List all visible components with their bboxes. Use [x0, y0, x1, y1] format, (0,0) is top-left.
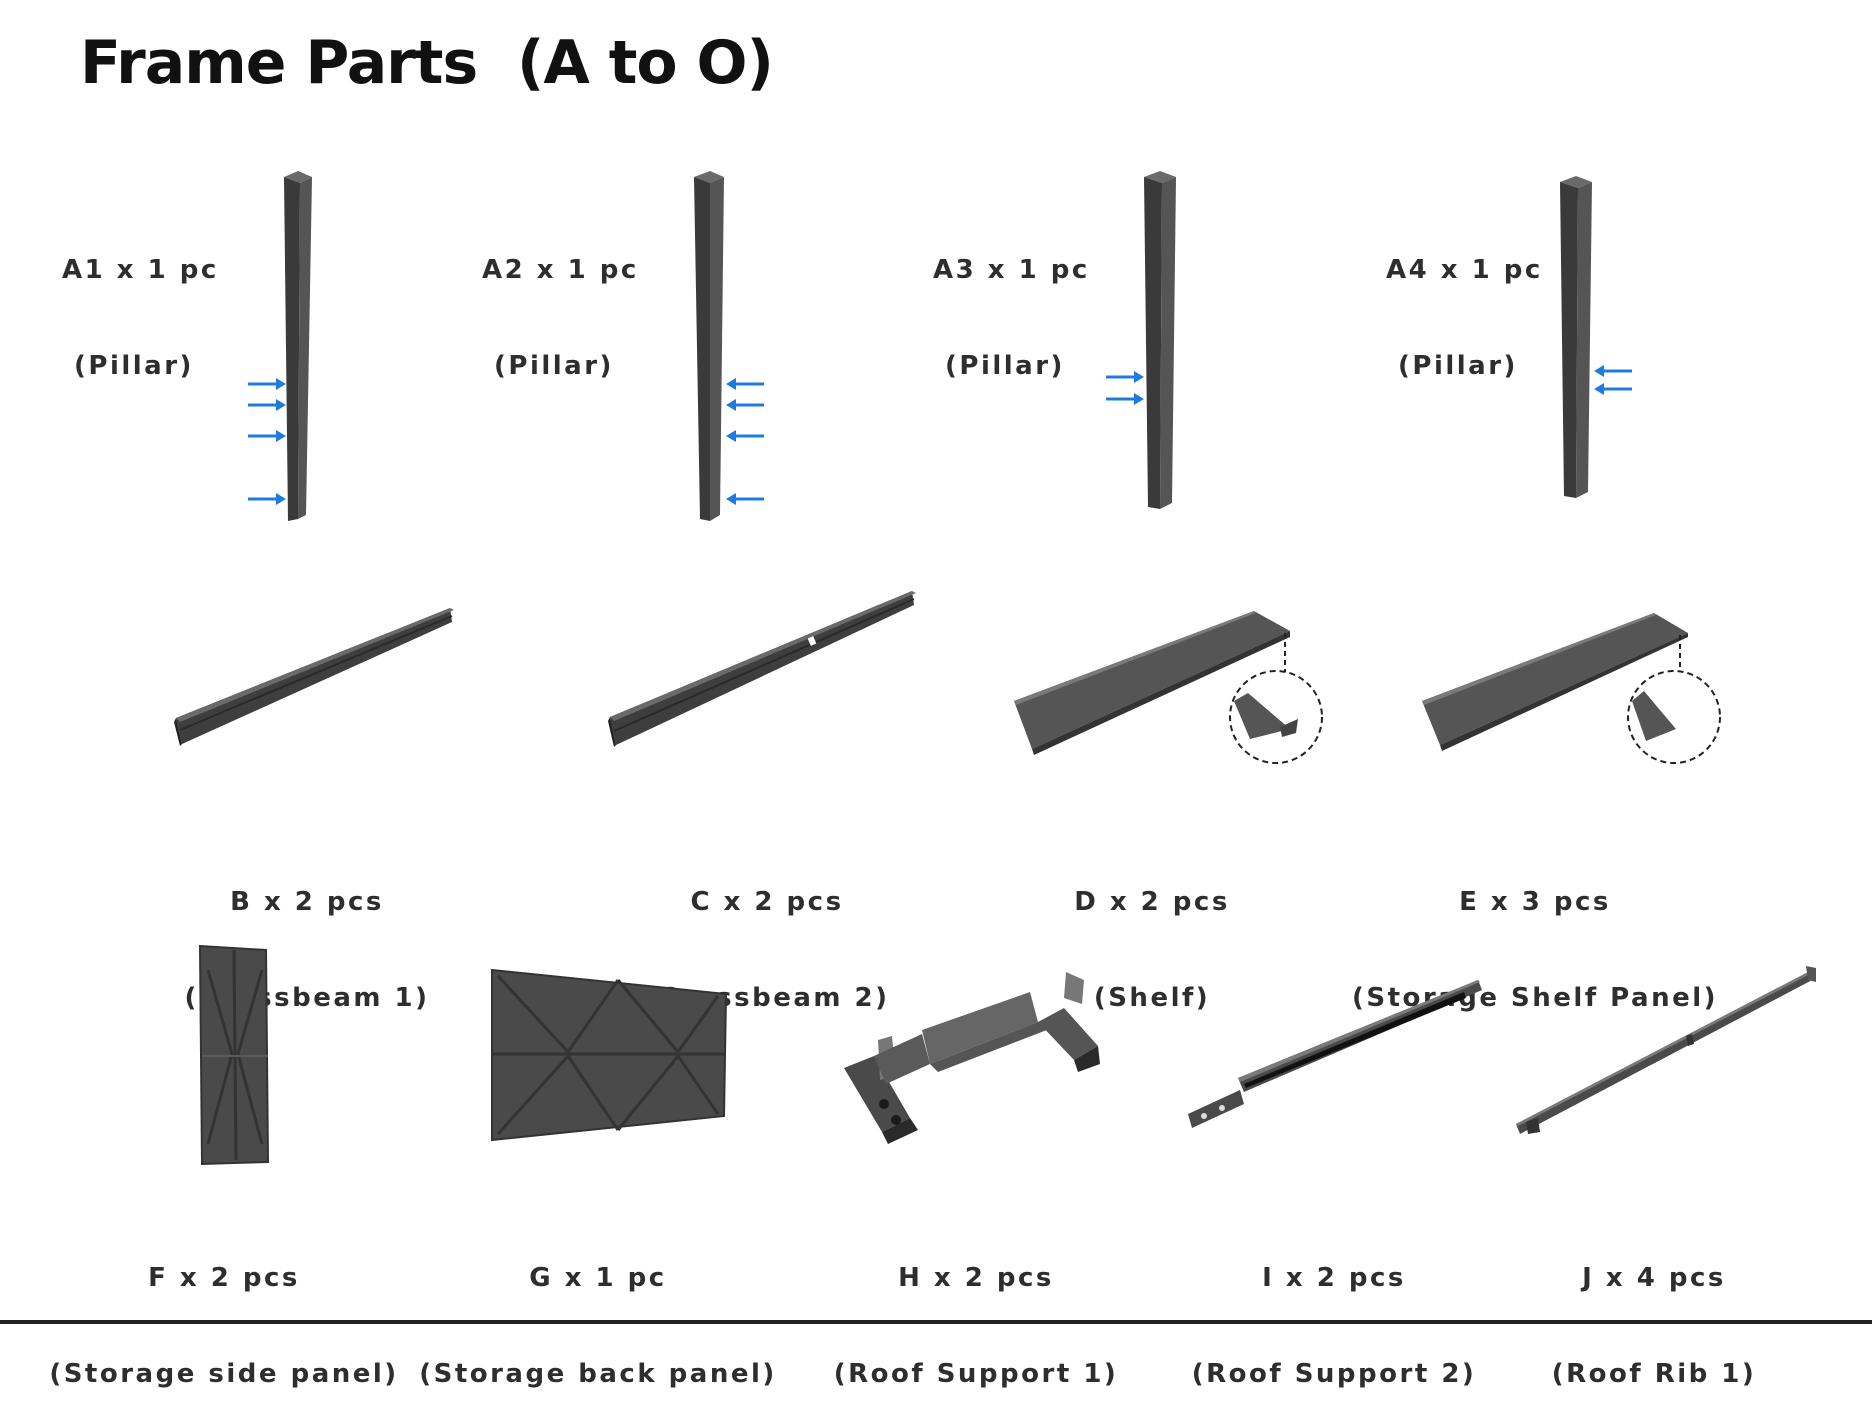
part-name: (Storage side panel)	[49, 1359, 399, 1389]
shelf-d-illustration	[1014, 611, 1323, 764]
part-name: (Roof Support 2)	[1191, 1359, 1477, 1389]
arrow-icon	[248, 378, 286, 505]
pillar-a1-illustration	[248, 171, 312, 521]
arrow-icon	[726, 378, 764, 505]
part-quantity: E x 3 pcs	[1459, 887, 1611, 917]
storage-side-panel-f-illustration	[198, 944, 270, 1166]
part-quantity: A3 x 1 pc	[933, 255, 1090, 285]
part-label-a3: A3 x 1 pc (Pillar)	[933, 190, 1090, 414]
part-quantity: C x 2 pcs	[690, 887, 844, 917]
part-quantity: B x 2 pcs	[230, 887, 384, 917]
magnifier-detail-icon	[1627, 670, 1721, 764]
pillar-a2-illustration	[694, 171, 764, 521]
arrow-icon	[1594, 365, 1632, 395]
part-name: (Roof Support 1)	[833, 1359, 1119, 1389]
part-label-a1: A1 x 1 pc (Pillar)	[62, 190, 219, 414]
crossbeam-b-illustration	[174, 608, 454, 746]
roof-rib-j-illustration	[1516, 966, 1816, 1134]
part-label-f: F x 2 pcs (Storage side panel)	[49, 1198, 398, 1422]
part-label-j: J x 4 pcs (Roof Rib 1)	[1552, 1198, 1757, 1422]
part-label-a2: A2 x 1 pc (Pillar)	[482, 190, 639, 414]
part-name: (Shelf)	[1093, 983, 1211, 1013]
part-label-d: D x 2 pcs (Shelf)	[1074, 822, 1230, 1046]
storage-back-panel-g-illustration	[491, 968, 728, 1142]
pillar-a3-illustration	[1106, 171, 1176, 509]
part-label-g: G x 1 pc (Storage back panel)	[419, 1198, 777, 1422]
part-name: (Roof Rib 1)	[1551, 1359, 1757, 1389]
part-quantity: D x 2 pcs	[1074, 887, 1230, 917]
part-quantity: A4 x 1 pc	[1386, 255, 1543, 285]
part-quantity: H x 2 pcs	[898, 1263, 1054, 1293]
part-label-h: H x 2 pcs (Roof Support 1)	[834, 1198, 1119, 1422]
page-bottom-border	[0, 1320, 1872, 1324]
part-name: (Storage Shelf Panel)	[1351, 983, 1719, 1013]
part-quantity: F x 2 pcs	[148, 1263, 300, 1293]
part-name: (Pillar)	[74, 351, 194, 381]
part-quantity: J x 4 pcs	[1582, 1263, 1726, 1293]
roof-support-i-illustration	[1188, 980, 1482, 1128]
crossbeam-c-illustration	[608, 591, 916, 747]
pillar-a4-illustration	[1560, 176, 1632, 498]
arrow-icon	[1106, 371, 1144, 405]
part-name: (Pillar)	[494, 351, 614, 381]
page-title: Frame Parts (A to O)	[80, 28, 774, 98]
part-label-i: I x 2 pcs (Roof Support 2)	[1192, 1198, 1477, 1422]
part-quantity: I x 2 pcs	[1262, 1263, 1406, 1293]
part-label-a4: A4 x 1 pc (Pillar)	[1386, 190, 1543, 414]
part-name: (Pillar)	[945, 351, 1065, 381]
roof-support-h-illustration	[844, 972, 1100, 1144]
part-name: (Pillar)	[1398, 351, 1518, 381]
storage-shelf-panel-e-illustration	[1422, 613, 1721, 764]
part-name: (Storage back panel)	[419, 1359, 777, 1389]
part-quantity: A1 x 1 pc	[62, 255, 219, 285]
magnifier-detail-icon	[1229, 670, 1323, 764]
part-label-e: E x 3 pcs (Storage Shelf Panel)	[1352, 822, 1718, 1046]
part-quantity: G x 1 pc	[529, 1263, 667, 1293]
part-quantity: A2 x 1 pc	[482, 255, 639, 285]
